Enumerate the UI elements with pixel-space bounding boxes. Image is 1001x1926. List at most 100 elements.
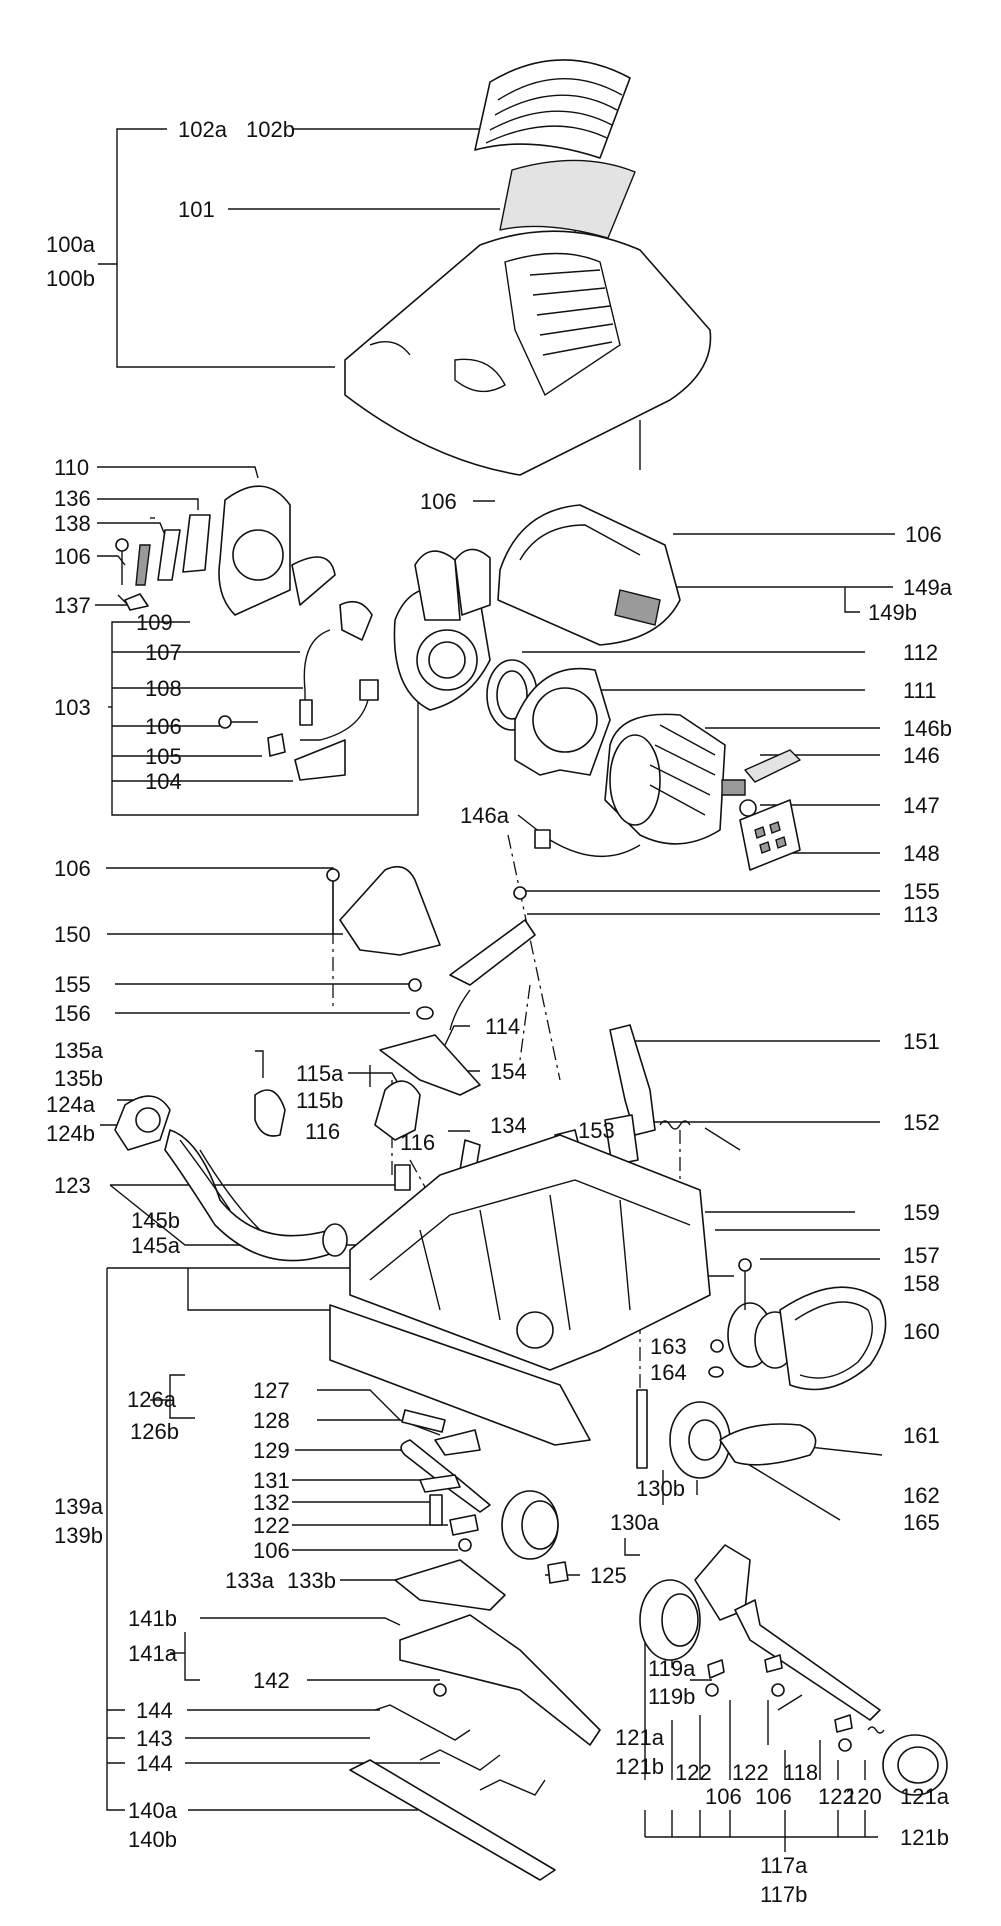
label-109: 109	[136, 610, 173, 635]
label-135a: 135a	[54, 1038, 104, 1063]
label-146a: 146a	[460, 803, 510, 828]
label-131: 131	[253, 1468, 290, 1493]
label-130a: 130a	[610, 1510, 660, 1535]
label-103: 103	[54, 695, 91, 720]
label-115a: 115a	[296, 1061, 344, 1086]
label-102a: 102a	[178, 117, 228, 142]
label-159: 159	[903, 1200, 940, 1225]
leader-lines	[95, 128, 895, 1852]
label-106: 106	[705, 1784, 742, 1809]
label-126a: 126a	[127, 1387, 177, 1412]
label-110: 110	[54, 455, 89, 480]
label-107: 107	[145, 640, 182, 665]
label-123: 123	[54, 1173, 91, 1198]
hose-part	[164, 1129, 341, 1262]
label-121b: 121b	[900, 1825, 949, 1850]
label-124a: 124a	[46, 1092, 96, 1117]
label-129: 129	[253, 1438, 290, 1463]
label-165: 165	[903, 1510, 940, 1535]
label-154: 154	[490, 1059, 527, 1084]
label-141b: 141b	[128, 1606, 177, 1631]
label-160: 160	[903, 1319, 940, 1344]
filter-part	[499, 159, 636, 239]
base-chassis-part	[349, 1134, 711, 1371]
label-114: 114	[485, 1014, 520, 1039]
label-122: 122	[732, 1760, 769, 1785]
label-106: 106	[253, 1538, 290, 1563]
label-144: 144	[136, 1751, 173, 1776]
label-158: 158	[903, 1271, 940, 1296]
label-149b: 149b	[868, 600, 917, 625]
label-162: 162	[903, 1483, 940, 1508]
label-163: 163	[650, 1334, 687, 1359]
label-149a: 149a	[903, 575, 953, 600]
label-150: 150	[54, 922, 91, 947]
label-125: 125	[590, 1563, 627, 1588]
label-146: 146	[903, 743, 940, 768]
label-116: 116	[305, 1119, 340, 1144]
label-117b: 117b	[760, 1882, 807, 1907]
label-121a: 121a	[615, 1725, 665, 1750]
label-164: 164	[650, 1360, 687, 1385]
label-106: 106	[145, 714, 182, 739]
label-147: 147	[903, 793, 940, 818]
label-134: 134	[490, 1113, 527, 1138]
grille-part	[474, 59, 631, 159]
label-122: 122	[818, 1784, 855, 1809]
label-101: 101	[178, 197, 215, 222]
label-119a: 119a	[648, 1656, 696, 1681]
label-155: 155	[54, 972, 91, 997]
label-124b: 124b	[46, 1121, 95, 1146]
label-146b: 146b	[903, 716, 952, 741]
label-155: 155	[903, 879, 940, 904]
label-121a: 121a	[900, 1784, 950, 1809]
label-111: 111	[903, 678, 936, 703]
label-139b: 139b	[54, 1523, 103, 1548]
top-cover-part	[344, 230, 712, 476]
label-106: 106	[905, 522, 942, 547]
label-104: 104	[145, 769, 182, 794]
cable-guide-part	[339, 865, 441, 956]
label-126b: 126b	[130, 1419, 179, 1444]
label-135b: 135b	[54, 1066, 103, 1091]
label-100a: 100a	[46, 232, 96, 257]
label-115b: 115b	[296, 1088, 343, 1113]
label-140a: 140a	[128, 1798, 178, 1823]
label-137: 137	[54, 593, 91, 618]
label-132: 132	[253, 1490, 290, 1515]
label-128: 128	[253, 1408, 290, 1433]
parts-illustrations	[114, 59, 948, 1881]
label-127: 127	[253, 1378, 290, 1403]
label-102b: 102b	[246, 117, 295, 142]
label-116: 116	[400, 1130, 435, 1155]
label-106: 106	[54, 856, 91, 881]
label-118: 118	[783, 1760, 818, 1785]
label-152: 152	[903, 1110, 940, 1135]
label-106: 106	[755, 1784, 792, 1809]
label-133a: 133a	[225, 1568, 275, 1593]
label-145b: 145b	[131, 1208, 180, 1233]
label-117a: 117a	[760, 1853, 808, 1878]
label-143: 143	[136, 1726, 173, 1751]
part-labels: 102a 102b 101 100a 100b 110 136 138 106 …	[46, 117, 953, 1907]
label-138: 138	[54, 511, 91, 536]
label-106: 106	[54, 544, 91, 569]
label-121b: 121b	[615, 1754, 664, 1779]
label-148: 148	[903, 841, 940, 866]
label-113: 113	[903, 902, 938, 927]
label-108: 108	[145, 676, 182, 701]
label-144: 144	[136, 1698, 173, 1723]
label-100b: 100b	[46, 266, 95, 291]
label-133b: 133b	[287, 1568, 336, 1593]
label-157: 157	[903, 1243, 940, 1268]
label-141a: 141a	[128, 1641, 178, 1666]
label-153: 153	[578, 1118, 615, 1143]
label-106: 106	[420, 489, 457, 514]
label-161: 161	[903, 1423, 940, 1448]
label-122: 122	[675, 1760, 712, 1785]
label-119b: 119b	[648, 1684, 695, 1709]
label-140b: 140b	[128, 1827, 177, 1852]
label-105: 105	[145, 744, 182, 769]
label-156: 156	[54, 1001, 91, 1026]
